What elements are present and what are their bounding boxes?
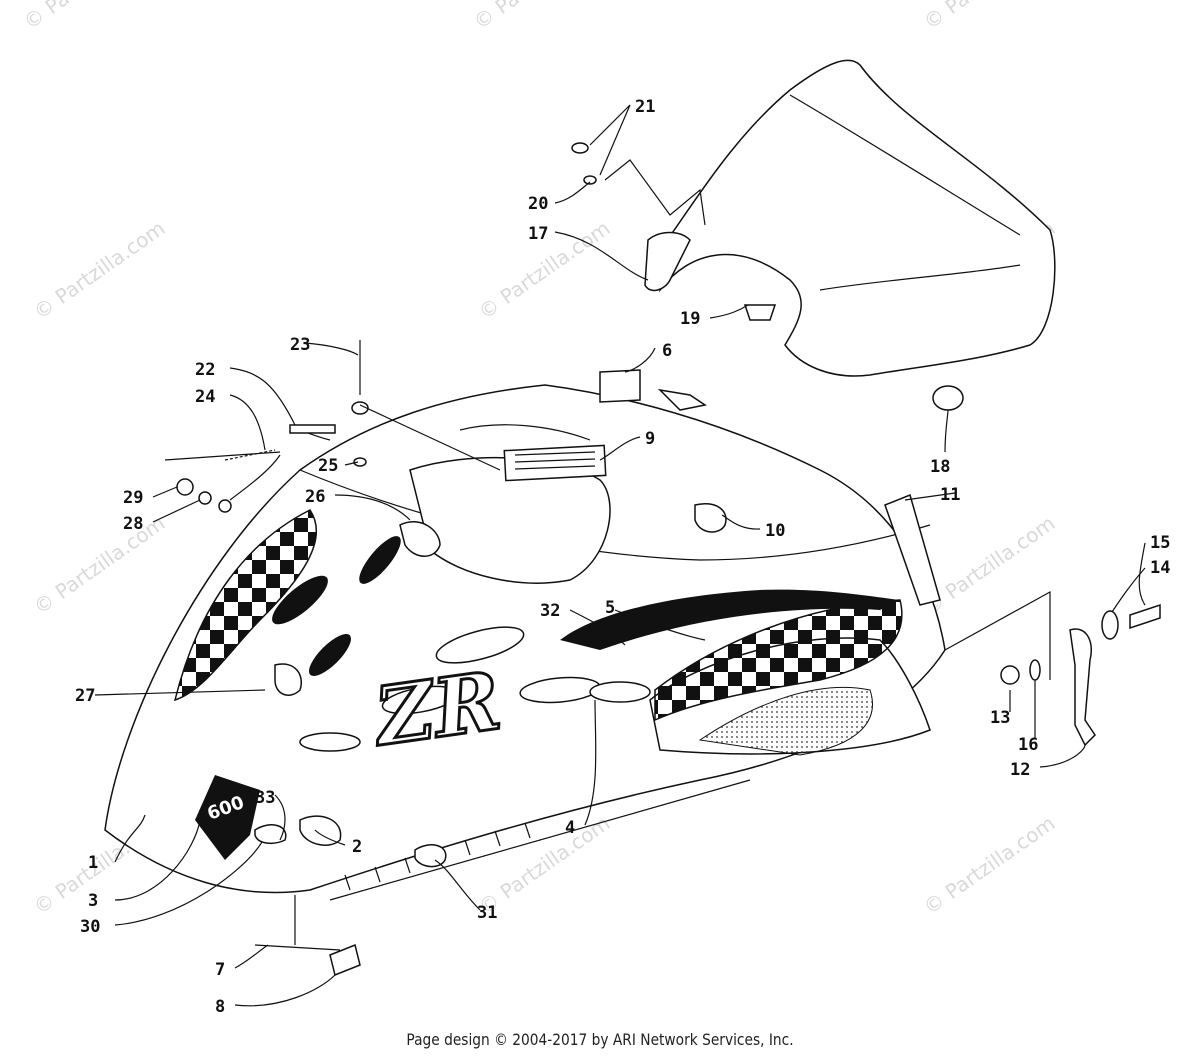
hood-retainer-hardware (164, 340, 501, 513)
watermark-text: © Partzilla.com (29, 216, 169, 324)
copyright-footer: Page design © 2004-2017 by ARI Network S… (406, 1030, 794, 1049)
part-label-5[interactable]: 5 (605, 598, 615, 618)
watermark-text: © Partzilla.com (919, 511, 1059, 619)
part-label-12[interactable]: 12 (1010, 760, 1030, 780)
hood-bottom-hardware (254, 895, 361, 977)
part-label-32[interactable]: 32 (540, 601, 560, 621)
watermark-text: © Partzilla.com (919, 811, 1059, 919)
decal-model-text: ZR (367, 653, 507, 764)
part-label-8[interactable]: 8 (215, 997, 225, 1017)
watermark-text: © Partzilla.com (469, 0, 609, 34)
part-label-16[interactable]: 16 (1018, 735, 1038, 755)
part-label-14[interactable]: 14 (1150, 558, 1170, 578)
part-label-29[interactable]: 29 (123, 488, 143, 508)
part-label-25[interactable]: 25 (318, 456, 338, 476)
decal-patches (254, 503, 727, 868)
decal-6 (599, 369, 707, 411)
part-label-17[interactable]: 17 (528, 224, 548, 244)
part-label-22[interactable]: 22 (195, 360, 215, 380)
windshield (644, 59, 1056, 377)
part-number-labels: 1 2 3 4 5 6 7 8 9 10 11 12 13 14 15 16 1… (75, 97, 1170, 1017)
part-label-21[interactable]: 21 (635, 97, 655, 117)
part-label-3[interactable]: 3 (88, 891, 98, 911)
part-label-4[interactable]: 4 (565, 818, 575, 838)
part-label-7[interactable]: 7 (215, 960, 225, 980)
part-label-6[interactable]: 6 (662, 341, 672, 361)
part-label-15[interactable]: 15 (1150, 533, 1170, 553)
leader-lines (94, 104, 1146, 1007)
part-label-20[interactable]: 20 (528, 194, 548, 214)
hood-latch-hardware (944, 590, 1161, 747)
part-label-31[interactable]: 31 (477, 903, 497, 923)
hood: ZR (104, 384, 946, 901)
part-label-19[interactable]: 19 (680, 309, 700, 329)
part-label-9[interactable]: 9 (645, 429, 655, 449)
part-label-33[interactable]: 33 (255, 788, 275, 808)
part-label-2[interactable]: 2 (352, 837, 362, 857)
badge-600: 600 (195, 775, 260, 860)
decal-instructions (503, 444, 607, 482)
part-label-24[interactable]: 24 (195, 387, 215, 407)
part-label-1[interactable]: 1 (88, 853, 98, 873)
part-label-28[interactable]: 28 (123, 514, 143, 534)
part-label-11[interactable]: 11 (940, 485, 960, 505)
watermark-text: © Partzilla.com (29, 511, 169, 619)
part-label-30[interactable]: 30 (80, 917, 100, 937)
watermark-text: © Partzilla.com (19, 0, 159, 34)
windshield-hardware (571, 142, 964, 411)
part-label-10[interactable]: 10 (765, 521, 785, 541)
part-label-27[interactable]: 27 (75, 686, 95, 706)
watermark-text: © Partzilla.com (919, 0, 1059, 34)
part-label-13[interactable]: 13 (990, 708, 1010, 728)
part-label-18[interactable]: 18 (930, 457, 950, 477)
decal-11 (884, 493, 941, 606)
part-label-26[interactable]: 26 (305, 487, 325, 507)
part-label-23[interactable]: 23 (290, 335, 310, 355)
